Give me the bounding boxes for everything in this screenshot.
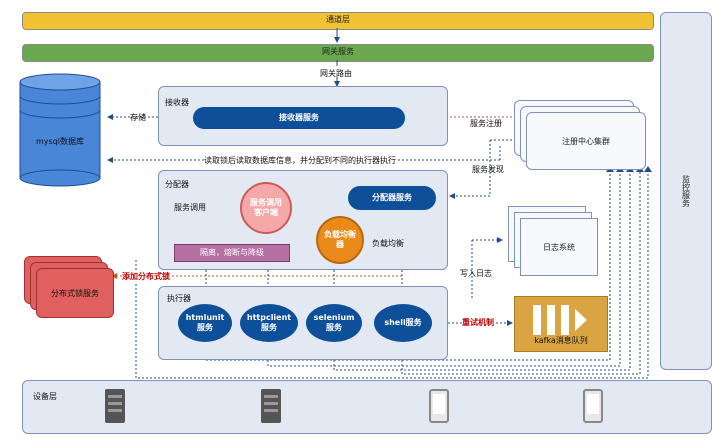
gateway-route-label: 网关路由 [320, 69, 352, 78]
add-lock-text: 添加分布式锁 [122, 271, 170, 282]
service-call-client[interactable]: 服务调用客户端 [240, 182, 292, 234]
isolation-box: 隔离，熔断与降级 [174, 244, 290, 262]
receiver-title: 接收器 [165, 98, 189, 107]
access-layer-label: 通道层 [326, 15, 350, 24]
htmlunit-service[interactable]: htmlunit 服务 [178, 304, 232, 342]
device-layer: 设备层 [22, 380, 712, 434]
shell-service[interactable]: shell服务 [374, 304, 432, 342]
load-balancer[interactable]: 负载均衡器 [316, 216, 364, 264]
receiver-panel: 接收器 接收器服务 [158, 86, 448, 146]
kafka-queue: kafka消息队列 [514, 296, 608, 352]
read-lock-text: 读取锁后读取数据库信息，并分配到不同的执行器执行 [204, 155, 396, 166]
balance-text: 负载均衡 [372, 239, 404, 248]
selenium-service-label: selenium 服务 [313, 313, 355, 332]
shell-service-label: shell服务 [384, 318, 422, 327]
load-balancer-label: 负载均衡器 [324, 230, 356, 249]
distributed-lock-service: 分布式锁服务 [36, 268, 114, 318]
register-text: 服务注册 [470, 119, 502, 128]
monitor-service: 监控服务 [660, 12, 712, 370]
server-icon [105, 389, 125, 423]
distributed-lock-label: 分布式锁服务 [51, 288, 99, 298]
isolation-label: 隔离，熔断与降级 [200, 248, 264, 257]
kafka-queue-bars [529, 305, 593, 335]
dispatcher-service[interactable]: 分配器服务 [348, 186, 436, 210]
phone-icon [429, 389, 449, 423]
selenium-service[interactable]: selenium 服务 [306, 304, 362, 342]
retry-text: 重试机制 [462, 317, 494, 328]
monitor-label: 监控服务 [681, 175, 691, 207]
storage-label: 存储 [130, 113, 146, 122]
log-system-label: 日志系统 [543, 242, 575, 252]
kafka-label: kafka消息队列 [534, 336, 588, 345]
receiver-service[interactable]: 接收器服务 [193, 107, 405, 129]
dispatcher-title: 分配器 [165, 180, 189, 189]
mysql-cylinder-shape [19, 73, 101, 187]
device-layer-label: 设备层 [33, 392, 57, 401]
gateway-service-label: 网关服务 [322, 47, 354, 56]
write-log-text: 写入日志 [460, 269, 492, 278]
log-system: 日志系统 [520, 218, 598, 276]
mysql-label: mysql数据库 [36, 137, 84, 146]
httpclient-service-label: httpclient 服务 [246, 313, 292, 332]
htmlunit-service-label: htmlunit 服务 [185, 313, 225, 332]
registry-label: 注册中心集群 [562, 136, 610, 146]
access-layer: 通道层 [22, 12, 654, 30]
registry-cluster: 注册中心集群 [526, 112, 646, 170]
service-call-client-label: 服务调用客户端 [250, 198, 282, 217]
executor-title: 执行器 [167, 294, 191, 303]
server-icon [261, 389, 281, 423]
httpclient-service[interactable]: httpclient 服务 [240, 304, 298, 342]
phone-icon [583, 389, 603, 423]
service-call-text: 服务调用 [174, 203, 206, 212]
gateway-service: 网关服务 [22, 44, 654, 62]
discover-text: 服务发现 [472, 165, 504, 174]
